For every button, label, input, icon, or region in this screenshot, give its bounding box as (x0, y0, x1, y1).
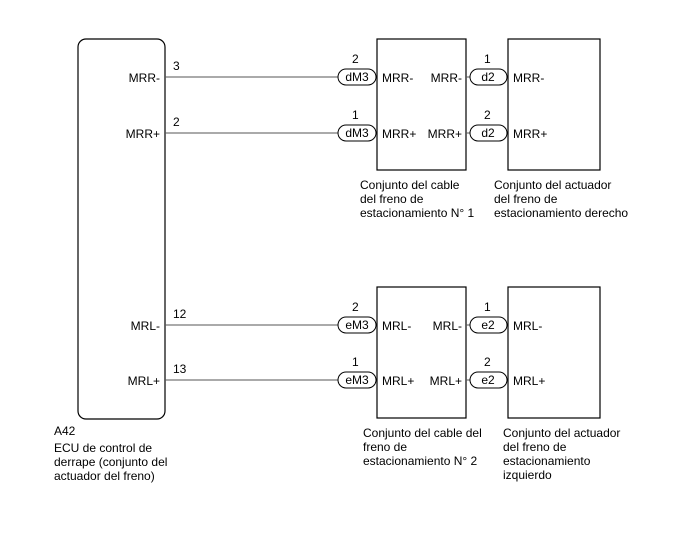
cable-1-connector-label-top: dM3 (345, 70, 369, 84)
actuator-left-name-line-4: izquierdo (503, 468, 552, 482)
actuator-right-connector-bottom (469, 124, 508, 142)
ecu-name-line-1: ECU de control de (54, 441, 152, 455)
actuator-left-pin-top: 1 (484, 300, 491, 314)
cable-2-connector-label-top: eM3 (345, 318, 369, 332)
cable-1-pin-top: 2 (352, 52, 359, 66)
actuator-right-pin-top: 1 (484, 52, 491, 66)
actuator-left-box (507, 286, 601, 419)
actuator-left-name-line-1: Conjunto del actuador (503, 426, 620, 440)
cable-1-connector-top (337, 68, 377, 86)
actuator-left-label-mrl-minus: MRL- (513, 319, 542, 333)
cable-2-in-label-mrl-minus: MRL- (382, 319, 411, 333)
ecu-pin-13: 13 (173, 362, 187, 376)
ecu-terminal-mrl-plus: MRL+ (128, 374, 160, 388)
ecu-name-line-3: actuador del freno) (54, 469, 155, 483)
actuator-right-pin-bottom: 2 (484, 108, 491, 122)
actuator-left-label-mrl-plus: MRL+ (513, 374, 545, 388)
actuator-right-connector-top (469, 68, 508, 86)
cable-1-in-label-mrr-minus: MRR- (382, 71, 413, 85)
actuator-right-label-mrr-plus: MRR+ (513, 127, 547, 141)
cable-1-in-label-mrr-plus: MRR+ (382, 127, 416, 141)
actuator-left-connector-label-bottom: e2 (481, 373, 495, 387)
actuator-right-name-line-1: Conjunto del actuador (494, 178, 611, 192)
actuator-left-name-line-2: del freno de (503, 440, 567, 454)
cable-1-connector-bottom (337, 124, 377, 142)
actuator-right-box (507, 38, 601, 171)
actuator-left-connector-top (469, 316, 508, 334)
ecu-code: A42 (54, 424, 76, 438)
cable-1-name-line-1: Conjunto del cable (360, 178, 460, 192)
cable-2-name-line-3: estacionamiento N° 2 (363, 454, 478, 468)
cable-2-connector-bottom (337, 371, 377, 389)
actuator-right-connector-label-bottom: d2 (481, 126, 495, 140)
ecu-pin-12: 12 (173, 307, 187, 321)
actuator-left-pin-bottom: 2 (484, 355, 491, 369)
cable-1-name-line-2: del freno de (360, 192, 424, 206)
ecu-terminal-mrr-minus: MRR- (129, 71, 160, 85)
cable-2-pin-top: 2 (352, 300, 359, 314)
actuator-right-connector-label-top: d2 (481, 70, 495, 84)
cable-2-pin-bottom: 1 (352, 355, 359, 369)
cable-2-connector-top (337, 316, 377, 334)
cable-2-box (376, 286, 467, 419)
ecu-terminal-mrl-minus: MRL- (131, 319, 160, 333)
cable-2-name-line-2: freno de (363, 440, 407, 454)
cable-2-out-label-mrl-minus: MRL- (433, 319, 462, 333)
actuator-right-name-line-3: estacionamiento derecho (494, 206, 628, 220)
ecu-box (77, 38, 166, 420)
cable-1-out-label-mrr-minus: MRR- (431, 71, 462, 85)
cable-1-pin-bottom: 1 (352, 108, 359, 122)
cable-2-out-label-mrl-plus: MRL+ (430, 374, 462, 388)
cable-2-in-label-mrl-plus: MRL+ (382, 374, 414, 388)
cable-2-connector-label-bottom: eM3 (345, 373, 369, 387)
cable-1-box (376, 38, 467, 171)
actuator-left-connector-label-top: e2 (481, 318, 495, 332)
actuator-left-name-line-3: estacionamiento (503, 454, 591, 468)
ecu-name-line-2: derrape (conjunto del (54, 455, 167, 469)
ecu-pin-3: 3 (173, 59, 180, 73)
cable-1-out-label-mrr-plus: MRR+ (428, 127, 462, 141)
actuator-left-connector-bottom (469, 371, 508, 389)
ecu-terminal-mrr-plus: MRR+ (126, 127, 160, 141)
actuator-right-label-mrr-minus: MRR- (513, 71, 544, 85)
ecu-pin-2: 2 (173, 115, 180, 129)
cable-2-name-line-1: Conjunto del cable del (363, 426, 482, 440)
cable-1-name-line-3: estacionamiento N° 1 (360, 206, 475, 220)
cable-1-connector-label-bottom: dM3 (345, 126, 369, 140)
actuator-right-name-line-2: del freno de (494, 192, 558, 206)
